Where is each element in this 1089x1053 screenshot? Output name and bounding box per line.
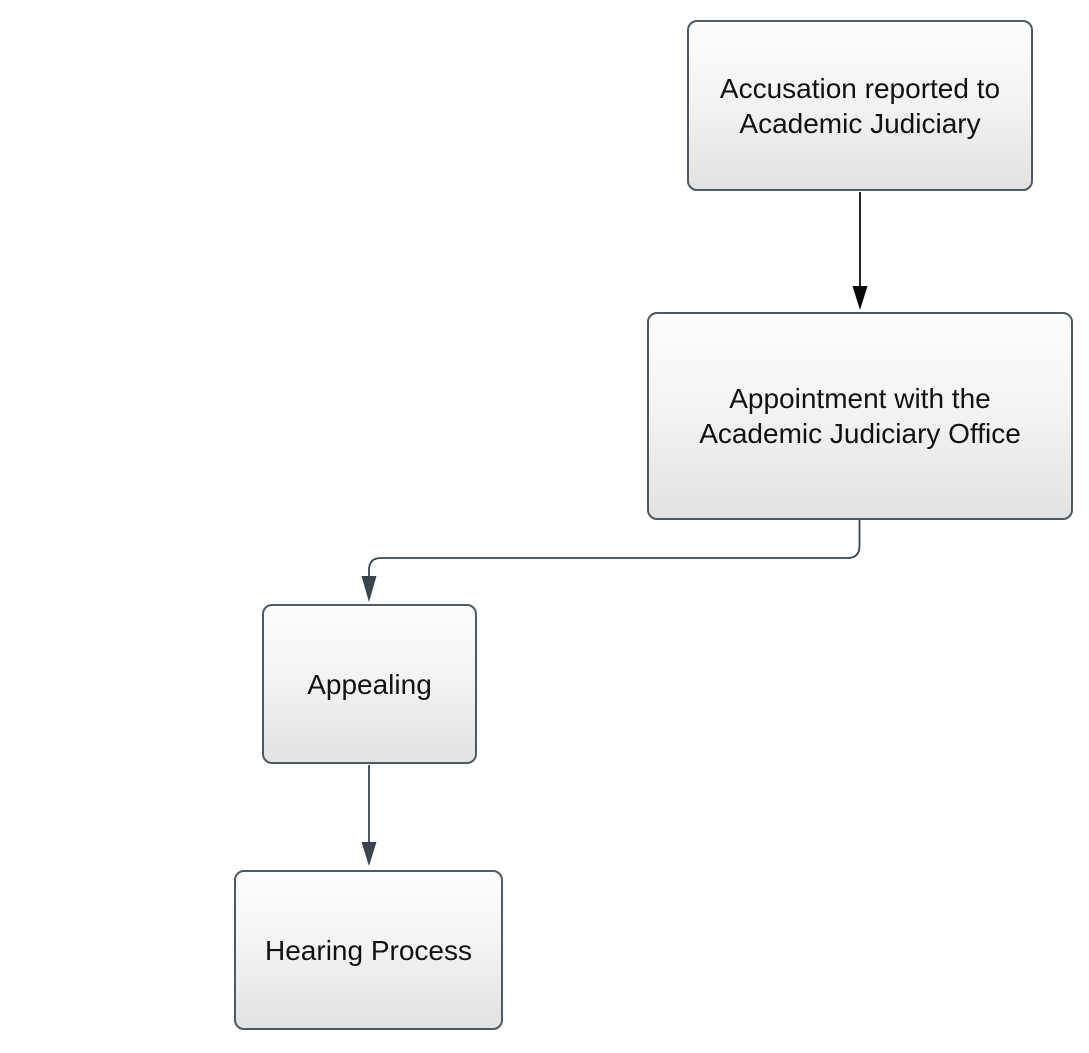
arrowhead-down-icon: [361, 576, 377, 602]
node-appointment-label: Appointment with the Academic Judiciary …: [699, 383, 1021, 449]
node-accusation-reported[interactable]: Accusation reported to Academic Judiciar…: [687, 20, 1033, 191]
edge-line-2: [368, 520, 861, 577]
arrowhead-down-icon: [852, 286, 868, 310]
node-appealing-label: Appealing: [307, 668, 432, 700]
node-hearing-process[interactable]: Hearing Process: [234, 870, 503, 1030]
edge-accusation-to-appointment: [852, 192, 868, 310]
edge-appointment-to-appealing: [361, 520, 861, 602]
arrowhead-down-icon: [361, 842, 377, 866]
node-appointment-office[interactable]: Appointment with the Academic Judiciary …: [647, 312, 1073, 520]
edge-appealing-to-hearing: [361, 765, 377, 866]
node-accusation-label: Accusation reported to Academic Judiciar…: [719, 72, 1001, 139]
node-appealing[interactable]: Appealing: [262, 604, 477, 764]
node-hearing-label: Hearing Process: [265, 934, 472, 966]
